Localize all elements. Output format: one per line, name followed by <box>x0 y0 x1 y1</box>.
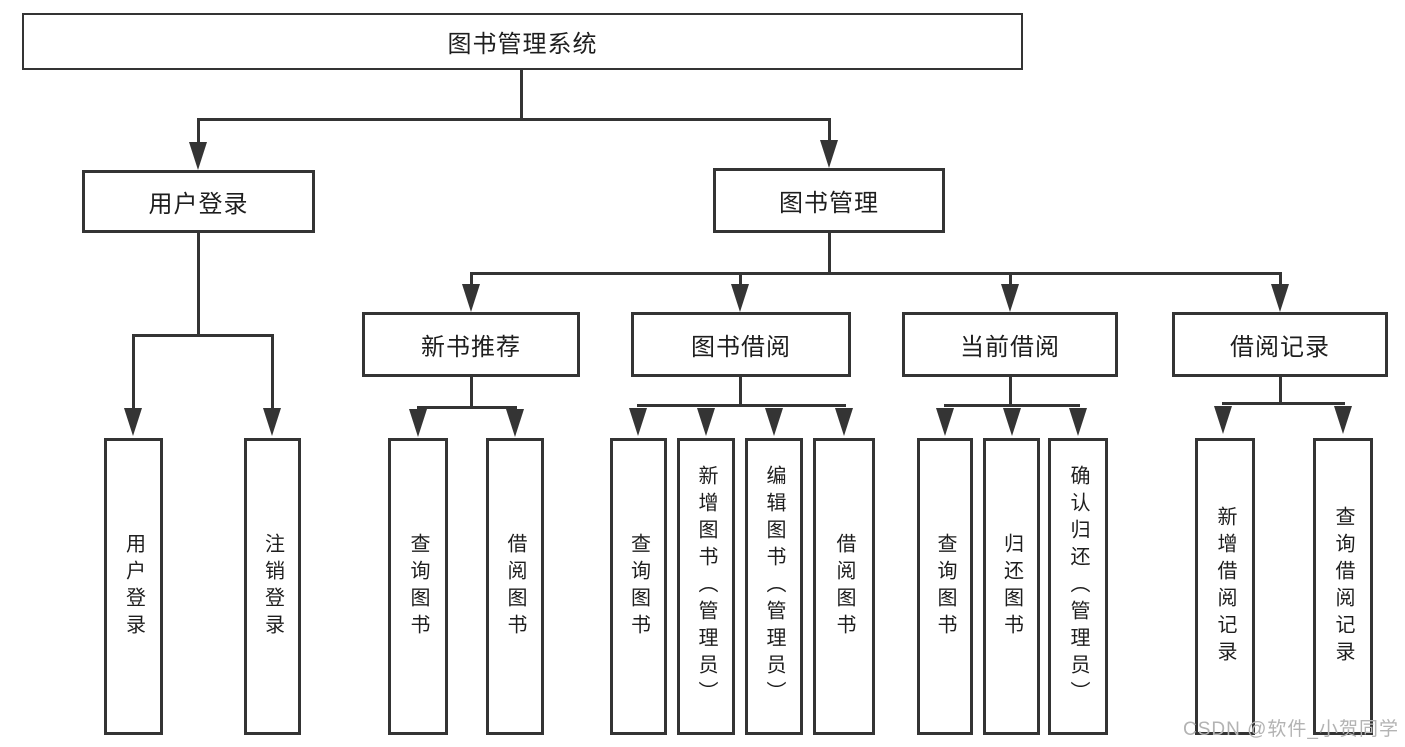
connector-root-branch <box>197 118 831 121</box>
node-new-book-recommend: 新书推荐 <box>362 312 580 377</box>
connector-to-borrow-records <box>1279 272 1282 286</box>
arrowhead-current-borrow <box>1001 284 1019 312</box>
leaf-borrow-book-recommend: 借阅图书 <box>486 438 544 735</box>
connector-borrowing-branch <box>637 404 846 407</box>
connector-records-branch <box>1222 402 1345 405</box>
connector-to-leaf-logout <box>271 334 274 410</box>
connector-borrowing-stem <box>739 377 742 407</box>
arrowhead-user-login <box>189 142 207 170</box>
arrowhead-add-book <box>697 408 715 436</box>
arrowhead-return-book <box>1003 408 1021 436</box>
leaf-query-borrow-record: 查询借阅记录 <box>1313 438 1373 735</box>
arrowhead-query-record <box>1334 406 1352 434</box>
connector-bookmgmt-branch <box>470 272 1282 275</box>
arrowhead-borrow-book-2 <box>835 408 853 436</box>
arrowhead-edit-book <box>765 408 783 436</box>
connector-to-leaf-user-login <box>132 334 135 410</box>
leaf-query-book-borrowing: 查询图书 <box>610 438 667 735</box>
connector-newbook-stem <box>470 377 473 409</box>
arrowhead-leaf-user-login <box>124 408 142 436</box>
connector-newbook-branch <box>417 406 517 409</box>
leaf-add-book-admin: 新增图书（管理员） <box>677 438 735 735</box>
leaf-logout: 注销登录 <box>244 438 301 735</box>
connector-to-user-login <box>197 118 200 142</box>
connector-bookmgmt-stem <box>828 233 831 275</box>
node-book-management: 图书管理 <box>713 168 945 233</box>
node-borrowing-records: 借阅记录 <box>1172 312 1388 377</box>
connector-to-current-borrow <box>1009 272 1012 286</box>
arrowhead-new-book <box>462 284 480 312</box>
node-current-borrowing: 当前借阅 <box>902 312 1118 377</box>
leaf-edit-book-admin: 编辑图书（管理员） <box>745 438 803 735</box>
connector-to-book-mgmt <box>828 118 831 142</box>
leaf-query-book-recommend: 查询图书 <box>388 438 448 735</box>
leaf-confirm-return-admin: 确认归还（管理员） <box>1048 438 1108 735</box>
leaf-query-book-current: 查询图书 <box>917 438 973 735</box>
arrowhead-query-book-1 <box>409 409 427 437</box>
arrowhead-add-record <box>1214 406 1232 434</box>
arrowhead-borrow-book-1 <box>506 409 524 437</box>
connector-records-stem <box>1279 377 1282 405</box>
arrowhead-book-borrow <box>731 284 749 312</box>
connector-to-book-borrow <box>739 272 742 286</box>
arrowhead-query-book-2 <box>629 408 647 436</box>
connector-current-stem <box>1009 377 1012 407</box>
arrowhead-borrow-records <box>1271 284 1289 312</box>
leaf-user-login: 用户登录 <box>104 438 163 735</box>
csdn-watermark: CSDN @软件_小贺同学 <box>1183 719 1399 740</box>
leaf-borrow-book-borrowing: 借阅图书 <box>813 438 875 735</box>
leaf-return-book: 归还图书 <box>983 438 1040 735</box>
connector-userlogin-stem <box>197 233 200 337</box>
node-book-borrowing: 图书借阅 <box>631 312 851 377</box>
leaf-add-borrow-record: 新增借阅记录 <box>1195 438 1255 735</box>
arrowhead-book-mgmt <box>820 140 838 168</box>
connector-to-new-book <box>470 272 473 286</box>
connector-userlogin-branch <box>132 334 274 337</box>
node-library-management-system: 图书管理系统 <box>22 13 1023 70</box>
node-user-login: 用户登录 <box>82 170 315 233</box>
arrowhead-query-book-3 <box>936 408 954 436</box>
connector-current-branch <box>944 404 1080 407</box>
arrowhead-confirm-return <box>1069 408 1087 436</box>
arrowhead-leaf-logout <box>263 408 281 436</box>
connector-root-stem <box>520 70 523 118</box>
